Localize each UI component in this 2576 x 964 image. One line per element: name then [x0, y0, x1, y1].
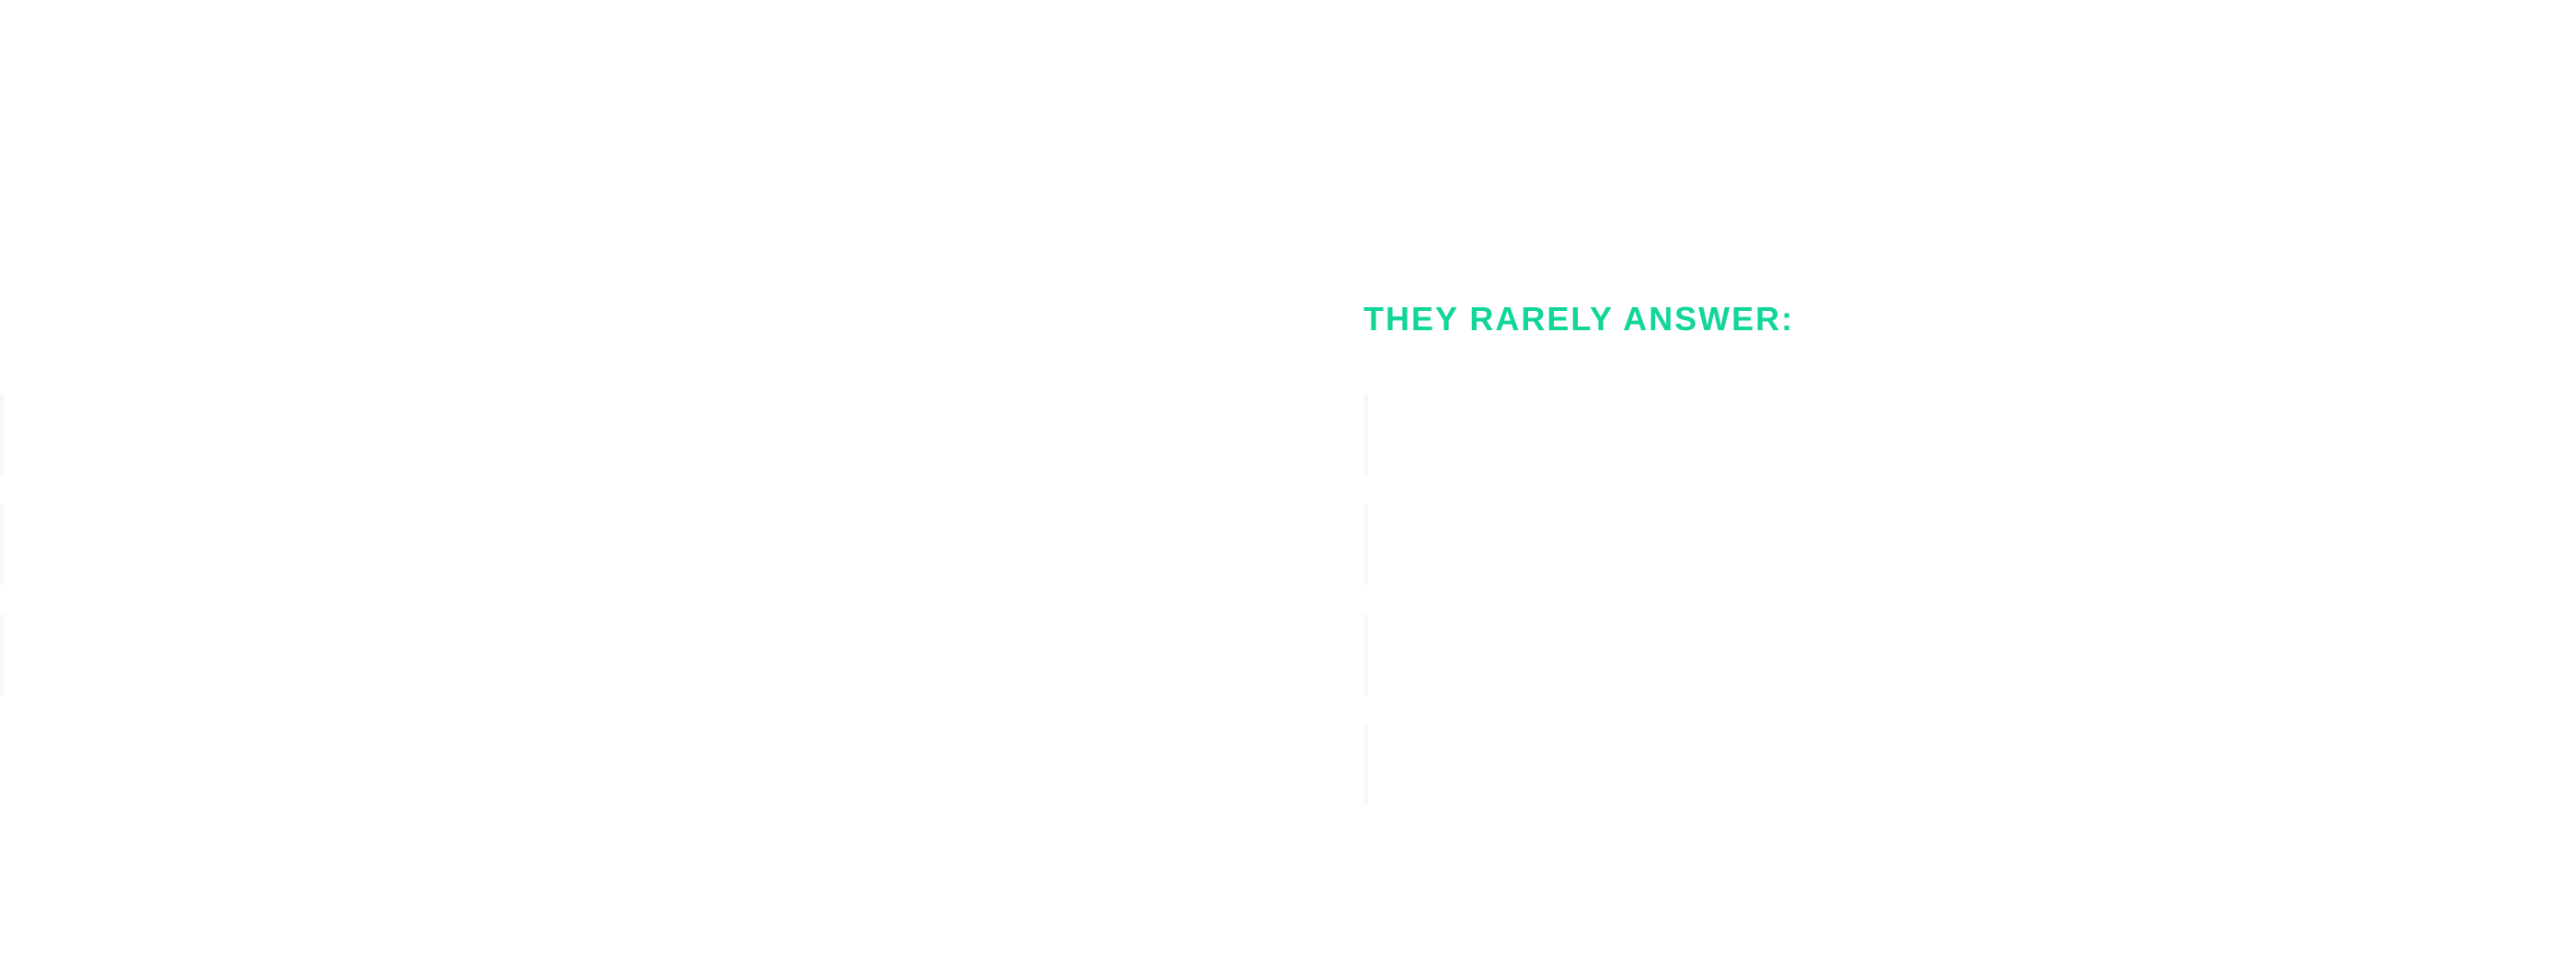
- right-list: [1363, 394, 2513, 835]
- footer-text: [79, 920, 1551, 957]
- left-column-label: [79, 300, 447, 340]
- section-heading: [79, 138, 907, 212]
- list-item: [0, 614, 1270, 695]
- list-item: [0, 394, 1270, 475]
- list-item: [1363, 725, 2513, 806]
- left-list: [0, 394, 1270, 725]
- list-item: [1363, 504, 2513, 585]
- list-item: [1363, 394, 2513, 475]
- list-item: [0, 504, 1270, 585]
- list-item: [1363, 614, 2513, 695]
- right-column-label: THEY RARELY ANSWER:: [1363, 300, 1795, 338]
